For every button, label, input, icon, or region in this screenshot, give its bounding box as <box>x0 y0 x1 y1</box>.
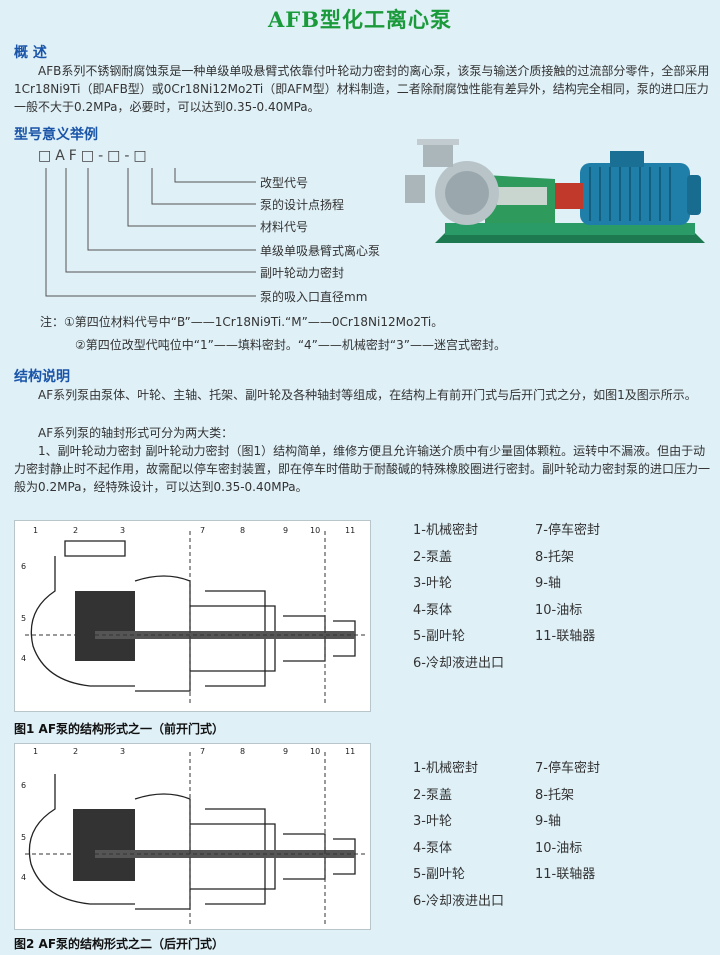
legend-item: 5-副叶轮 <box>413 867 465 882</box>
svg-text:4: 4 <box>21 654 26 663</box>
svg-text:9: 9 <box>283 747 288 756</box>
svg-text:9: 9 <box>283 526 288 535</box>
legend-item: 10-油标 <box>535 840 583 856</box>
svg-text:10: 10 <box>310 526 320 535</box>
figure-2-caption: 图2 AF泵的结构形式之二（后开门式） <box>14 937 225 951</box>
legend-item: 5-副叶轮 <box>413 629 465 644</box>
page-title: AFB型化工离心泵 <box>268 7 452 32</box>
legend-item: 6-冷却液进出口 <box>413 893 504 909</box>
model-code-diagram <box>45 168 256 297</box>
svg-text:11: 11 <box>345 526 355 535</box>
legend-item: 9-轴 <box>535 576 561 591</box>
svg-text:11: 11 <box>345 747 355 756</box>
svg-text:3: 3 <box>120 526 125 535</box>
structure-heading: 结构说明 <box>14 369 70 385</box>
svg-text:7: 7 <box>200 526 205 535</box>
model-label-pump-type: 单级单吸悬臂式离心泵 <box>260 244 381 258</box>
svg-text:6: 6 <box>21 562 26 571</box>
model-note-2: ②第四位改型代吨位中“1”——填料密封。“4”——机械密封“3”——迷宫式密封。 <box>75 338 506 352</box>
figure-2-legend-right: 7-停车密封 8-托架 9-轴 10-油标 11-联轴器 <box>535 756 600 889</box>
pump-photo <box>405 135 715 250</box>
legend-item: 2-泵盖 <box>413 787 452 803</box>
svg-text:6: 6 <box>21 781 26 790</box>
structure-p1: AF系列泵由泵体、叶轮、主轴、托架、副叶轮及各种轴封等组成，在结构上有前开门式与… <box>38 388 697 402</box>
model-label-head: 泵的设计点扬程 <box>260 198 345 212</box>
model-label-seal: 副叶轮动力密封 <box>260 266 345 280</box>
legend-item: 6-冷却液进出口 <box>413 655 504 671</box>
figure-2-legend-left: 1-机械密封 2-泵盖 3-叶轮 4-泵体 5-副叶轮 6-冷却液进出口 <box>413 756 504 915</box>
model-label-revision: 改型代号 <box>260 176 309 190</box>
legend-item: 10-油标 <box>535 602 583 618</box>
legend-item: 11-联轴器 <box>535 629 596 644</box>
figure-1-legend-left: 1-机械密封 2-泵盖 3-叶轮 4-泵体 5-副叶轮 6-冷却液进出口 <box>413 518 504 677</box>
legend-item: 3-叶轮 <box>413 814 452 829</box>
figure-1-caption: 图1 AF泵的结构形式之一（前开门式） <box>14 722 225 736</box>
svg-text:2: 2 <box>73 747 78 756</box>
svg-text:8: 8 <box>240 747 245 756</box>
svg-text:4: 4 <box>21 873 26 882</box>
legend-item: 7-停车密封 <box>535 761 600 776</box>
svg-text:3: 3 <box>120 747 125 756</box>
legend-item: 11-联轴器 <box>535 867 596 882</box>
legend-item: 1-机械密封 <box>413 523 478 538</box>
model-note-1: 注：①第四位材料代号中“B”——1Cr18Ni9Ti.“M”——0Cr18Ni1… <box>40 315 444 329</box>
svg-text:5: 5 <box>21 833 26 842</box>
svg-text:5: 5 <box>21 614 26 623</box>
svg-text:10: 10 <box>310 747 320 756</box>
figure-2-drawing: 6 5 4 1 2 3 7 8 9 10 11 <box>14 743 371 930</box>
model-code: □AF□-□-□ <box>38 148 151 164</box>
svg-text:2: 2 <box>73 526 78 535</box>
figure-1-drawing: 6 5 4 1 2 3 7 8 9 10 11 <box>14 520 371 712</box>
legend-item: 8-托架 <box>535 787 574 803</box>
structure-p2: AF系列泵的轴封形式可分为两大类： <box>38 426 234 440</box>
figure-1-legend-right: 7-停车密封 8-托架 9-轴 10-油标 11-联轴器 <box>535 518 600 651</box>
overview-text: AFB系列不锈钢耐腐蚀泵是一种单级单吸悬臂式依靠付叶轮动力密封的离心泵，该泵与输… <box>14 64 710 114</box>
model-label-material: 材料代号 <box>260 220 309 234</box>
legend-item: 4-泵体 <box>413 840 452 856</box>
legend-item: 2-泵盖 <box>413 549 452 565</box>
legend-item: 8-托架 <box>535 549 574 565</box>
svg-text:1: 1 <box>33 526 38 535</box>
structure-p3: 1、副叶轮动力密封 副叶轮动力密封（图1）结构简单，维修方便且允许输送介质中有少… <box>14 444 711 494</box>
legend-item: 7-停车密封 <box>535 523 600 538</box>
model-label-inlet-diameter: 泵的吸入口直径mm <box>260 290 368 304</box>
model-heading: 型号意义举例 <box>14 127 98 143</box>
legend-item: 9-轴 <box>535 814 561 829</box>
svg-text:7: 7 <box>200 747 205 756</box>
overview-heading: 概 述 <box>14 45 47 61</box>
legend-item: 4-泵体 <box>413 602 452 618</box>
svg-text:8: 8 <box>240 526 245 535</box>
legend-item: 3-叶轮 <box>413 576 452 591</box>
legend-item: 1-机械密封 <box>413 761 478 776</box>
svg-text:1: 1 <box>33 747 38 756</box>
